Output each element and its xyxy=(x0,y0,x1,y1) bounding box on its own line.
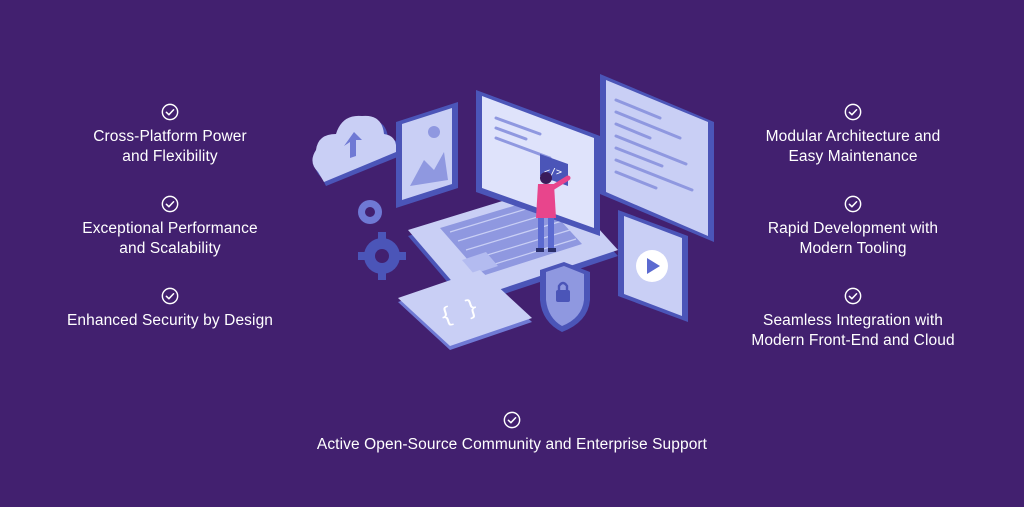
svg-text:</>: </> xyxy=(544,167,562,178)
feature-label: Rapid Development with Modern Tooling xyxy=(767,220,939,257)
gear-icon xyxy=(358,200,406,280)
feature-label: Enhanced Security by Design xyxy=(66,312,274,329)
feature-integration: Seamless Integration with Modern Front-E… xyxy=(703,287,1003,351)
check-circle-icon xyxy=(161,103,179,121)
feature-performance: Exceptional Performance and Scalability xyxy=(20,195,320,259)
feature-label: Modular Architecture and Easy Maintenanc… xyxy=(765,128,941,165)
check-circle-icon xyxy=(844,195,862,213)
feature-label: Seamless Integration with Modern Front-E… xyxy=(751,312,955,349)
developer-person-icon xyxy=(536,172,571,252)
isometric-developer-illustration: </> xyxy=(312,74,714,350)
check-circle-icon xyxy=(844,103,862,121)
feature-modular: Modular Architecture and Easy Maintenanc… xyxy=(703,103,1003,167)
feature-rapid-development: Rapid Development with Modern Tooling xyxy=(703,195,1003,259)
image-icon xyxy=(396,102,458,208)
feature-label: Cross-Platform Power and Flexibility xyxy=(93,128,247,165)
feature-community: Active Open-Source Community and Enterpr… xyxy=(212,411,812,455)
video-play-icon xyxy=(618,210,688,322)
feature-label: Exceptional Performance and Scalability xyxy=(82,220,258,257)
code-tablet-icon: { } xyxy=(398,270,532,350)
feature-label: Active Open-Source Community and Enterpr… xyxy=(316,436,708,453)
check-circle-icon xyxy=(161,287,179,305)
check-circle-icon xyxy=(503,411,521,429)
code-window-icon xyxy=(600,74,714,242)
laptop-icon xyxy=(408,90,618,306)
check-circle-icon xyxy=(161,195,179,213)
check-circle-icon xyxy=(844,287,862,305)
shield-lock-icon xyxy=(540,262,590,332)
feature-cross-platform: Cross-Platform Power and Flexibility xyxy=(20,103,320,167)
cloud-upload-icon xyxy=(312,115,401,186)
feature-security: Enhanced Security by Design xyxy=(20,287,320,331)
